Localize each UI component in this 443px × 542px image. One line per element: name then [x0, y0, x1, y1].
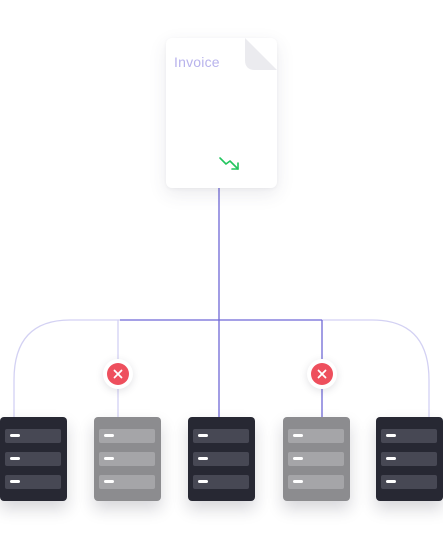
server-slot — [193, 475, 249, 489]
close-icon — [113, 369, 123, 379]
server-slot — [193, 429, 249, 443]
status-led — [10, 457, 20, 460]
status-led — [386, 457, 396, 460]
server-2[interactable] — [94, 417, 161, 501]
status-led — [198, 480, 208, 483]
status-led — [386, 480, 396, 483]
server-slot — [381, 452, 437, 466]
server-slot — [288, 475, 344, 489]
server-slot — [288, 429, 344, 443]
server-3[interactable] — [188, 417, 255, 501]
close-icon — [317, 369, 327, 379]
server-slot — [99, 429, 155, 443]
server-5[interactable] — [376, 417, 443, 501]
arc-right — [322, 319, 430, 417]
page-fold-icon — [245, 38, 277, 70]
status-led — [10, 480, 20, 483]
server-slot — [381, 429, 437, 443]
server-slot — [5, 452, 61, 466]
server-slot — [381, 475, 437, 489]
server-slot — [5, 429, 61, 443]
status-led — [293, 480, 303, 483]
server-4[interactable] — [283, 417, 350, 501]
trend-down-icon — [219, 157, 239, 170]
server-slot — [288, 452, 344, 466]
server-1[interactable] — [0, 417, 67, 501]
server-slot — [99, 475, 155, 489]
status-led — [104, 434, 114, 437]
server-slot — [193, 452, 249, 466]
status-led — [386, 434, 396, 437]
server-2-error-badge — [103, 359, 133, 389]
status-led — [293, 457, 303, 460]
status-led — [198, 434, 208, 437]
status-led — [293, 434, 303, 437]
status-led — [104, 480, 114, 483]
arc-left — [13, 319, 120, 417]
invoice-title: Invoice — [174, 54, 220, 70]
status-led — [10, 434, 20, 437]
status-led — [198, 457, 208, 460]
server-slot — [5, 475, 61, 489]
server-slot — [99, 452, 155, 466]
status-led — [104, 457, 114, 460]
server-4-error-badge — [307, 359, 337, 389]
invoice-document[interactable]: Invoice — [166, 38, 277, 188]
